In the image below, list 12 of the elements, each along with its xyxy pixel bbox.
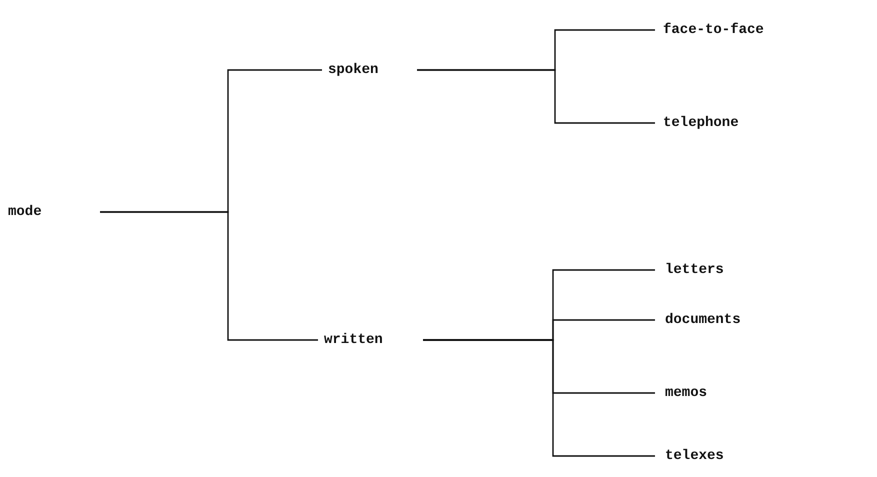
- node-label: letters: [665, 262, 724, 278]
- node-label: written: [324, 332, 383, 348]
- node-label: face-to-face: [663, 22, 764, 38]
- node-label: mode: [8, 204, 42, 220]
- node-label: spoken: [328, 62, 378, 78]
- node-label: telexes: [665, 448, 724, 464]
- connector-line: [417, 69, 655, 124]
- node-label: telephone: [663, 115, 739, 131]
- node-label: memos: [665, 385, 708, 401]
- connector-line: [100, 211, 318, 341]
- node-label: documents: [665, 312, 741, 328]
- connector-line: [423, 339, 655, 457]
